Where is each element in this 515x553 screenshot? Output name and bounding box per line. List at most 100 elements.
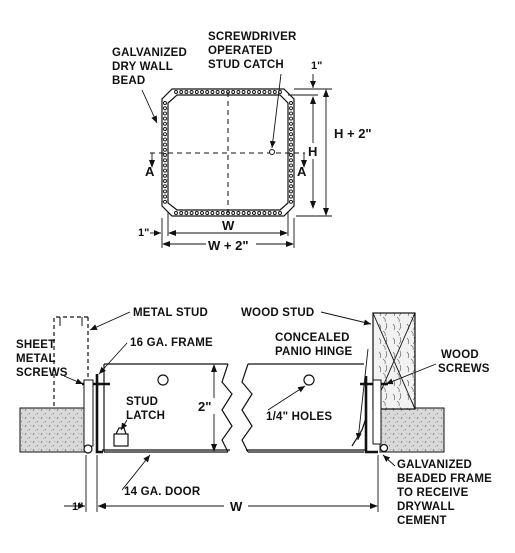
bead-hole [210,90,215,94]
bead-hole [289,163,293,168]
bead-hole [163,147,167,152]
bead-hole [163,132,167,137]
bead-hole [289,153,293,157]
bead-hole [289,106,293,111]
bead-hole [210,211,215,215]
bead-hole [289,179,293,183]
metal-stud-label: METAL STUD [133,307,208,319]
frame-left [95,374,103,454]
bead-hole [163,184,167,189]
wood-stud-leader [320,311,372,326]
bead-hole [262,211,267,215]
bead-hole [231,90,236,94]
screw-right-head [379,443,389,453]
bead-hole [241,90,246,94]
bead-hole [289,184,293,189]
galv-frame-leader [382,454,396,467]
dim-h-gap [305,143,321,159]
dim-h-arrow-bot [310,201,316,209]
bead-hole [289,121,293,126]
wood-screws-label-2: SCREWS [438,363,490,375]
dim-2in: 2" [198,399,211,414]
dim-2in-gap [196,398,218,414]
bead-hole [267,90,272,94]
dim-w-bottom-arrow-r [370,503,378,509]
bead-hole [257,211,262,215]
section-a-left-arrow [149,160,155,168]
front-view: GALVANIZED DRY WALL BEAD SCREWDRIVER OPE… [112,31,372,253]
break-left [221,363,233,453]
bead-hole [215,90,220,94]
drywall-left [19,407,87,453]
bead-label-line3: BEAD [112,75,145,87]
bead-leader [141,89,158,124]
sheet-metal-label-3: SCREWS [16,367,68,379]
frame-leader [98,342,128,375]
dim-w-arrow-l [168,230,176,236]
bead-label-line1: GALVANIZED [112,47,187,59]
bead-hole [163,168,167,173]
stud-latch-label-1: STUD [126,396,158,408]
dim-1in-bottom: 1" [72,501,83,513]
door-right [248,363,364,453]
bead-hole [163,142,167,147]
bead-hole [163,137,167,142]
catch-leader [269,73,282,149]
bead-hole [194,211,199,215]
bead-hole [289,101,293,105]
stud-catch-dot [269,149,275,155]
section-a-right-arrow [301,160,307,168]
bead-hole [278,211,282,215]
bead-hole [262,90,267,94]
sheet-metal-label-1: SHEET [16,339,55,351]
hinge-leader [355,348,369,441]
door-leader [121,454,151,491]
bead-hole [289,142,293,147]
bead-hole [289,194,293,199]
bead-hole [289,116,293,121]
bead-hole [289,158,293,163]
dim-w-arrow-r [280,230,288,236]
bead-hole [205,90,210,94]
stud-latch-top [115,427,127,435]
door-panel-outline [167,94,289,211]
bead-hole [236,90,241,94]
bead-hole [215,211,220,215]
bead-hole [163,173,167,178]
hinge-label-1: CONCEALED [275,332,350,344]
hinge [351,417,367,447]
bead-hole [163,158,167,163]
dim-2in-arrow-top [211,364,217,372]
bead-hole [289,189,293,194]
drywall-right [379,407,445,453]
dim-1in-left: 1" [138,227,149,239]
bead-hole [246,90,251,94]
hole-right [303,374,315,386]
catch-label-line2: OPERATED [208,45,273,57]
galv-frame-label-1: GALVANIZED [397,459,472,471]
screw-right [372,379,382,445]
catch-label-line3: STUD CATCH [208,59,284,71]
section-a-left: A [145,164,155,179]
bead-hole [257,90,262,94]
bead-hole [163,153,167,157]
dim-hplus-arrow-bot [323,208,329,216]
screw-left [83,379,94,447]
dim-w-bottom: W [230,499,243,514]
bead-hole [184,90,189,94]
bead-hole [289,173,293,178]
wood-screws-label-1: WOOD [441,349,479,361]
galv-frame-label-3: TO RECEIVE [397,487,469,499]
bead-hole [241,211,246,215]
metal-stud-flange [59,317,83,326]
dim-w: W [222,218,235,233]
bead-hole [289,111,293,116]
bead-hole [252,211,256,215]
dim-w-bottom-arrow-l [98,503,106,509]
bead-hole [163,116,167,121]
bead-hole [163,194,167,199]
bead-hole [272,211,277,215]
bead-hole [194,90,199,94]
bead-hole [200,90,204,94]
wood-screws-leader [385,363,437,385]
